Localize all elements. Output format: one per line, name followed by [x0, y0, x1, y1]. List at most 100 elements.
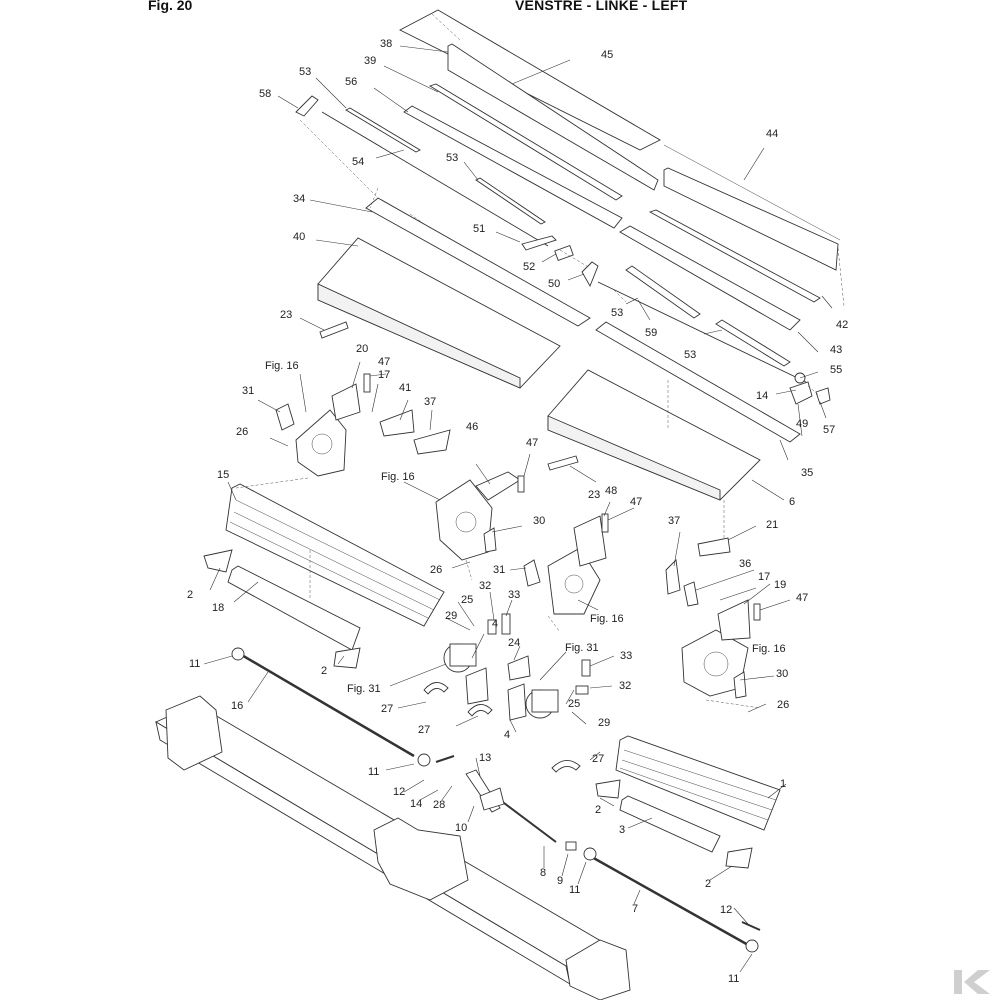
- part-58-bracket: [295, 95, 319, 117]
- leader-lines: [203, 45, 833, 973]
- part-30-bracket-b: [733, 671, 747, 699]
- callout-47: 47: [526, 437, 538, 449]
- callout-38: 38: [380, 38, 392, 50]
- callout-2: 2: [187, 589, 193, 601]
- part-11-bearing-a: [231, 647, 245, 661]
- callout-17: 17: [378, 369, 390, 381]
- callout-4: 4: [504, 729, 510, 741]
- callout-59: 59: [645, 327, 657, 339]
- cover-plates-upper: [295, 9, 841, 405]
- callout-labels: 38 45 39 53 56 58 44 54 53 34 40 51 52 5…: [187, 38, 848, 985]
- part-32-plate-b: [575, 685, 589, 695]
- callout-fig16: Fig. 16: [381, 471, 415, 483]
- part-45-cover: [399, 9, 661, 151]
- main-frame: [155, 695, 631, 1000]
- callout-44: 44: [766, 128, 778, 140]
- part-10-bracket: [479, 787, 505, 811]
- callout-33: 33: [508, 589, 520, 601]
- callout-47: 47: [378, 356, 390, 368]
- callout-53: 53: [446, 152, 458, 164]
- part-52-coupler: [554, 244, 574, 262]
- callout-2: 2: [321, 665, 327, 677]
- callout-20: 20: [356, 343, 368, 355]
- callout-53: 53: [299, 66, 311, 78]
- callout-9: 9: [557, 875, 563, 887]
- part-44-cover: [663, 167, 839, 271]
- callout-2: 2: [595, 804, 601, 816]
- frame-beam-side: [155, 721, 571, 985]
- callout-12: 12: [720, 904, 732, 916]
- callout-26: 26: [236, 426, 248, 438]
- callout-55: 55: [830, 364, 842, 376]
- frame-right-end: [565, 939, 631, 1000]
- part-57-bracket: [815, 387, 831, 405]
- callout-11: 11: [368, 766, 379, 778]
- part-37-plate-a: [413, 429, 451, 455]
- callout-fig31: Fig. 31: [565, 642, 599, 654]
- part-40-deflector-lip: [317, 283, 521, 389]
- part-35-frame-plate: [595, 321, 801, 443]
- callout-fig16: Fig. 16: [752, 643, 786, 655]
- callout-32: 32: [479, 580, 491, 592]
- callout-43: 43: [830, 344, 842, 356]
- callout-34: 34: [293, 193, 305, 205]
- callout-53: 53: [684, 349, 696, 361]
- callout-47: 47: [630, 496, 642, 508]
- part-41-plate: [379, 409, 415, 437]
- callout-11: 11: [189, 658, 200, 670]
- callout-52: 52: [523, 261, 535, 273]
- gearbox-left-body: [449, 643, 477, 667]
- part-2-shield-a: [203, 549, 233, 573]
- callout-31: 31: [242, 385, 254, 397]
- part-16-shaft: [239, 652, 415, 758]
- callout-27: 27: [592, 753, 604, 765]
- part-7-shaft: [589, 854, 751, 948]
- callout-42: 42: [836, 319, 848, 331]
- part-31-bracket-a: [275, 403, 295, 431]
- part-12-pin-b: [741, 921, 761, 931]
- brand-watermark-icon: [954, 970, 990, 994]
- callout-37: 37: [668, 515, 680, 527]
- callout-31: 31: [493, 564, 505, 576]
- part-47-spacer-b: [517, 475, 525, 493]
- part-2-shield-d: [725, 847, 753, 869]
- callout-11: 11: [569, 884, 580, 896]
- part-4-plate-b: [507, 683, 527, 721]
- assembly-centerlines: [235, 13, 845, 709]
- part-8-shaft: [499, 799, 557, 843]
- part-15-guard: [225, 483, 445, 627]
- side-plate-middle: [547, 547, 601, 615]
- part-37-plate-b: [665, 559, 681, 595]
- callout-10: 10: [455, 822, 467, 834]
- part-27-clamp-a: [423, 682, 449, 695]
- part-56-channel: [403, 105, 623, 229]
- callout-50: 50: [548, 278, 560, 290]
- callout-57: 57: [823, 424, 835, 436]
- part-24-plate: [507, 655, 531, 681]
- callout-13: 13: [479, 752, 491, 764]
- callout-16: 16: [231, 700, 243, 712]
- callout-21: 21: [766, 519, 778, 531]
- part-2-shield-b: [333, 647, 361, 669]
- part-34-frame-plate: [365, 197, 591, 327]
- callout-30: 30: [776, 668, 788, 680]
- part-53-rail-b: [475, 177, 546, 225]
- part-12-pin-a: [435, 755, 455, 763]
- callout-27: 27: [418, 724, 430, 736]
- callout-29: 29: [598, 717, 610, 729]
- callout-6: 6: [789, 496, 795, 508]
- callout-37: 37: [424, 396, 436, 408]
- part-9-block: [565, 841, 577, 851]
- callout-23: 23: [588, 489, 600, 501]
- part-47-spacer-d: [753, 603, 761, 621]
- part-50-bracket: [581, 261, 599, 288]
- part-49-bracket: [789, 381, 813, 405]
- callout-47: 47: [796, 592, 808, 604]
- part-47-spacer-a: [363, 373, 371, 393]
- part-32-plate-a: [487, 619, 497, 635]
- callout-29: 29: [445, 610, 457, 622]
- callout-28: 28: [433, 799, 445, 811]
- part-33-plate-b: [581, 659, 591, 677]
- callout-14: 14: [410, 798, 422, 810]
